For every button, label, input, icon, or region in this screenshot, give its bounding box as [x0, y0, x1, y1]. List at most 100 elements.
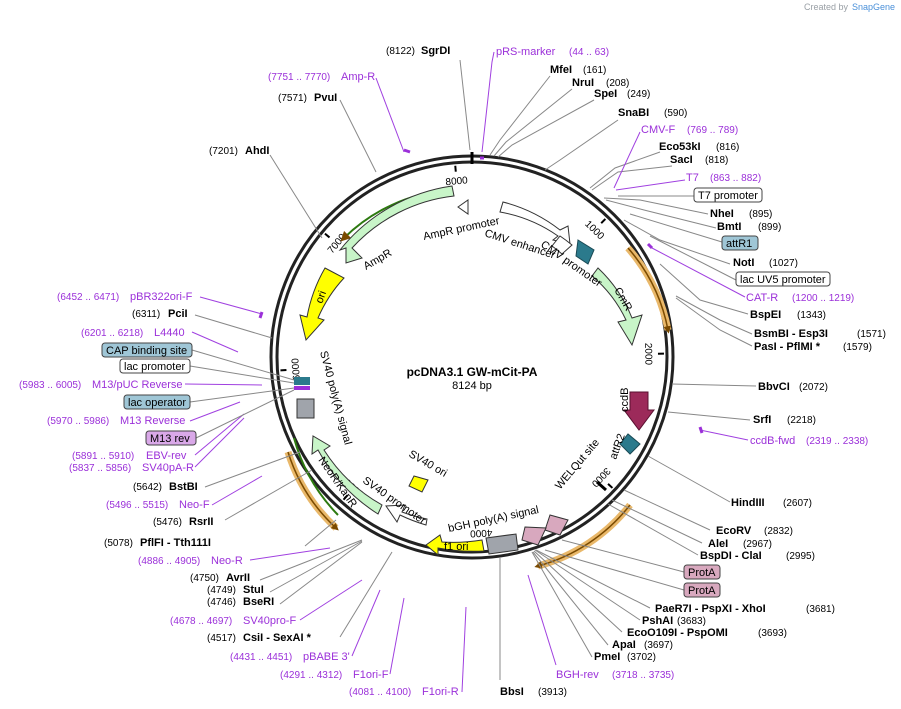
box-lac-operator-text: lac operator	[128, 397, 186, 409]
site-label: PasI - PflMI *	[754, 341, 821, 353]
box-m13-rev-text: M13 rev	[150, 433, 190, 445]
map-length: 8124 bp	[452, 380, 492, 392]
site-label: BseRI	[243, 596, 274, 608]
primer-name: Amp-R	[341, 71, 375, 83]
feature-sv40-ori	[408, 475, 429, 493]
map-title: pcDNA3.1 GW-mCit-PA	[407, 365, 538, 379]
site-pos: (2967)	[743, 539, 772, 550]
primer-range: (863 .. 882)	[710, 173, 761, 184]
ruler-tick	[600, 218, 607, 224]
primer-range: (5891 .. 5910)	[72, 451, 134, 462]
primer-name: L4440	[154, 327, 185, 339]
site-pos: (5476)	[153, 517, 182, 528]
site-pos: (1027)	[769, 258, 798, 269]
site-pos: (4750)	[190, 573, 219, 584]
primer-range: (4886 .. 4905)	[138, 556, 200, 567]
primer-range: (1200 .. 1219)	[792, 293, 854, 304]
feature-welqut	[596, 480, 607, 492]
site-label: AvrII	[226, 572, 250, 584]
site-label: PshAI	[642, 615, 673, 627]
box-attr1	[721, 235, 759, 251]
site-pos: (4749)	[207, 585, 236, 596]
site-label: Eco53kI	[659, 141, 701, 153]
site-label: AhdI	[245, 145, 269, 157]
primer-range: (2319 .. 2338)	[806, 436, 868, 447]
brand-snapgene: SnapGene	[852, 2, 895, 12]
ruler-tick-label: 4000	[469, 527, 492, 539]
site-pos: (2995)	[786, 551, 815, 562]
primer-range: (4431 .. 4451)	[230, 652, 292, 663]
sites-left: (8122) SgrDI (7571) PvuI (7201) AhdI (63…	[104, 45, 450, 644]
site-label: PmeI	[594, 651, 620, 663]
site-label: RsrII	[189, 516, 213, 528]
site-label: BmtI	[717, 221, 741, 233]
primer-range: (44 .. 63)	[569, 47, 609, 58]
site-pos: (7201)	[209, 146, 238, 157]
site-label: ApaI	[612, 639, 636, 651]
label-f1-ori: f1 ori	[444, 541, 468, 553]
feature-ccdb	[623, 391, 655, 431]
primer-range: (5496 .. 5515)	[106, 500, 168, 511]
feature-protA-2	[521, 526, 547, 546]
site-pos: (895)	[749, 209, 772, 220]
site-label: BspEI	[750, 309, 781, 321]
box-lac-promoter	[119, 358, 191, 374]
site-label: PvuI	[314, 92, 337, 104]
ruler-tick	[607, 483, 614, 489]
site-label: MfeI	[550, 64, 572, 76]
site-label: BbsI	[500, 686, 524, 698]
primer-name: F1ori-R	[422, 686, 459, 698]
box-prota-1	[683, 564, 721, 580]
site-pos: (3702)	[627, 652, 656, 663]
site-pos: (6311)	[132, 309, 160, 320]
site-pos: (3693)	[758, 628, 787, 639]
site-pos: (4517)	[207, 633, 236, 644]
primer-range: (4081 .. 4100)	[349, 687, 411, 698]
primer-name: pBABE 3'	[303, 651, 350, 663]
ruler-tick-label: 6000	[290, 357, 303, 380]
site-label: SacI	[670, 154, 693, 166]
site-pos: (249)	[627, 89, 650, 100]
primer-name: CMV-F	[641, 124, 676, 136]
site-label: BbvCI	[758, 381, 790, 393]
feature-attr1	[575, 239, 595, 265]
site-label: PciI	[168, 308, 188, 320]
feature-attr2	[619, 433, 641, 455]
site-pos: (1579)	[843, 342, 872, 353]
feature-f1-ori	[425, 534, 485, 557]
box-prota-2	[683, 582, 721, 598]
box-t7-promoter-text: T7 promoter	[698, 190, 758, 202]
site-label: AleI	[708, 538, 728, 550]
feature-neor	[311, 435, 383, 515]
box-lac-operator	[123, 394, 191, 410]
primer-name: pRS-marker	[496, 46, 556, 58]
site-label: PaeR7I - PspXI - XhoI	[655, 603, 766, 615]
primer-range: (6201 .. 6218)	[81, 328, 143, 339]
feature-protA-1	[544, 514, 569, 536]
ruler-tick	[324, 232, 331, 239]
site-pos: (2218)	[787, 415, 816, 426]
site-pos: (5078)	[104, 538, 133, 549]
ruler-tick	[454, 165, 457, 172]
site-label: EcoRV	[716, 525, 752, 537]
box-cap-binding-site-text: CAP binding site	[106, 345, 187, 357]
primer-name: M13 Reverse	[120, 415, 185, 427]
site-label: StuI	[243, 584, 264, 596]
site-pos: (2607)	[783, 498, 812, 509]
box-lacuv5	[735, 271, 831, 287]
label-sv40-polya: SV40 poly(A) signal	[317, 350, 354, 446]
site-pos: (4746)	[207, 597, 236, 608]
primer-range: (5983 .. 6005)	[19, 380, 81, 391]
primer-name: T7	[686, 172, 699, 184]
primer-range: (4678 .. 4697)	[170, 616, 232, 627]
site-label: NruI	[572, 77, 594, 89]
box-m13-rev	[145, 430, 197, 446]
primer-name: ccdB-fwd	[750, 435, 795, 447]
site-pos: (1343)	[797, 310, 826, 321]
primer-range: (769 .. 789)	[687, 125, 738, 136]
ruler-tick	[342, 494, 349, 501]
primer-name: CAT-R	[746, 292, 778, 304]
site-pos: (1571)	[857, 329, 886, 340]
site-pos: (7571)	[278, 93, 307, 104]
